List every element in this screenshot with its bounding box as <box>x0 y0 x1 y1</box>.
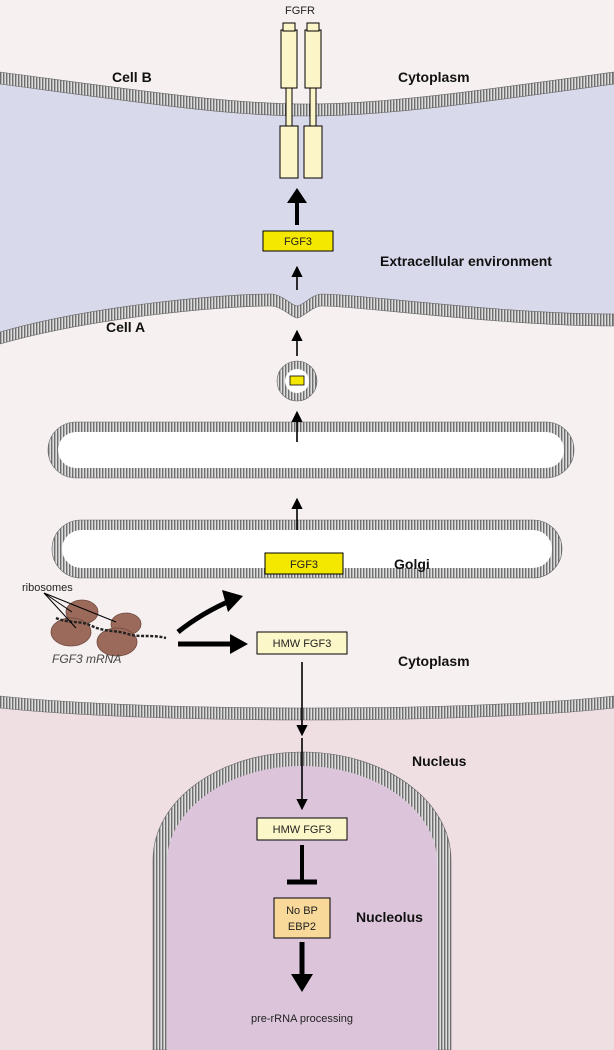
nuclear-membrane <box>0 695 614 721</box>
nucleolus-label: Nucleolus <box>356 909 423 925</box>
golgi-upper-lumen <box>58 432 564 468</box>
hmw-fgf3-nucleolus-box <box>256 817 348 841</box>
cell-a-label: Cell A <box>106 319 145 335</box>
prerna-label: pre-rRNA processing <box>251 1013 353 1025</box>
ribosome-pointer-b <box>43 592 77 629</box>
ebp2-text: EBP2 <box>288 921 316 933</box>
hmw-fgf3-cytoplasm-text: HMW FGF3 <box>273 638 332 650</box>
ribosome-cluster <box>50 599 142 657</box>
extracellular-label: Extracellular environment <box>380 253 552 269</box>
cell-b-label: Cell B <box>112 69 152 85</box>
arrow-ribosome-to-hmw-head <box>230 634 248 654</box>
ribosome-pointer-a <box>43 592 73 613</box>
nucleus-label: Nucleus <box>412 753 467 769</box>
fgf3-extracellular-text: FGF3 <box>284 236 312 248</box>
ribosomes-label: ribosomes <box>22 582 73 594</box>
arrow-fgf3-to-fgfr-head <box>287 188 307 203</box>
hmw-fgf3-nucleolus-text: HMW FGF3 <box>273 824 332 836</box>
fgf3-golgi-box <box>264 552 344 575</box>
ribosome-pointer-c <box>43 592 117 623</box>
fgf3-extracellular-box <box>262 230 334 252</box>
arrow-ribosome-to-golgi <box>176 597 233 634</box>
fgf3-mrna-strand <box>55 616 167 640</box>
cytoplasm-mid-label: Cytoplasm <box>398 653 470 669</box>
fgf3-golgi-text: FGF3 <box>290 559 318 571</box>
hmw-fgf3-cytoplasm-box <box>256 631 348 655</box>
vesicle-fgf3-cargo <box>289 375 305 386</box>
arrow-ribosome-to-golgi-head <box>222 590 243 612</box>
golgi-lower-lumen <box>62 530 552 568</box>
golgi-label: Golgi <box>394 556 430 572</box>
fgfr-receptor <box>279 22 323 179</box>
extracellular-region <box>0 78 614 338</box>
cell-b-membrane <box>0 71 614 117</box>
arrow-to-prerna-head <box>291 974 313 992</box>
nobp-ebp2-box <box>273 897 331 939</box>
fgf3-mrna-label: FGF3 mRNA <box>52 652 121 666</box>
fgfr-label: FGFR <box>285 5 315 17</box>
cytoplasm-top-label: Cytoplasm <box>398 69 470 85</box>
nobp-text: No BP <box>286 905 318 917</box>
cell-a-membrane <box>0 293 614 345</box>
